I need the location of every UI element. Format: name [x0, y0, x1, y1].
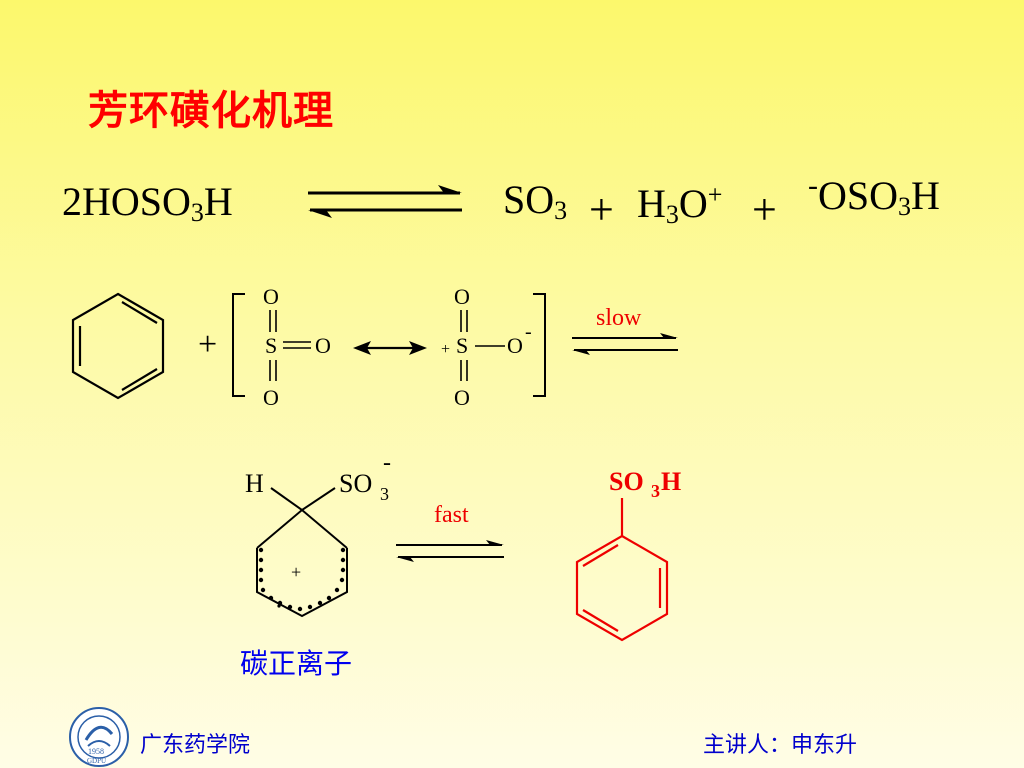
school-logo-icon: 1958 GDPU — [69, 707, 129, 767]
slow-label: slow — [596, 305, 642, 331]
left-s: S — [265, 333, 277, 358]
product-hydronium: H3O+ — [637, 182, 722, 228]
bisulfate-subscript: 3 — [898, 192, 912, 221]
reactant-coefficient: 2 — [62, 179, 82, 224]
fast-label: fast — [434, 502, 469, 528]
reactant-subscript: 3 — [190, 198, 204, 227]
school-name: 广东药学院 — [140, 733, 251, 758]
product-bisulfate: -OSO3H — [808, 171, 940, 221]
plus-sign-1: + — [589, 185, 614, 234]
right-o-bottom: O — [454, 385, 470, 410]
equilibrium-arrow-fast — [396, 540, 504, 562]
hydronium-charge: + — [707, 180, 723, 209]
product-so3: SO3 — [503, 180, 567, 224]
benzene-ring — [71, 292, 165, 400]
product-so3h-sub: 3 — [651, 481, 660, 501]
so3-main: SO — [503, 177, 555, 222]
so3-resonance-bracket: O S O O O + S O - O — [232, 284, 546, 410]
reactant-main: HOSO — [82, 179, 191, 224]
slide-title: 芳环磺化机理 — [88, 88, 334, 134]
so3-subscript: 3 — [554, 196, 568, 225]
product-so3h-main: SO — [609, 467, 644, 496]
sigma-so3-charge: - — [383, 450, 391, 476]
sigma-plus-charge: + — [291, 562, 301, 582]
right-s: S — [456, 333, 468, 358]
equilibrium-arrow-1 — [308, 185, 462, 218]
logo-abbr: GDPU — [87, 757, 106, 765]
bisulfate-charge: - — [808, 169, 818, 202]
benzenesulfonic-acid: SO 3 H — [575, 467, 681, 642]
right-minus-charge: - — [525, 321, 532, 343]
right-plus-charge: + — [441, 341, 450, 358]
equilibrium-arrow-slow — [572, 333, 678, 355]
hydronium-o: O — [678, 181, 708, 226]
sigma-so3-main: SO — [339, 469, 372, 498]
logo-year: 1958 — [88, 747, 104, 756]
left-o-top: O — [263, 284, 279, 309]
right-o-top: O — [454, 284, 470, 309]
sigma-h: H — [245, 469, 264, 498]
reactant-tail: H — [203, 179, 233, 224]
sigma-complex: H SO 3 - + — [245, 450, 391, 618]
left-o-right: O — [315, 333, 331, 358]
bisulfate-main: OSO — [818, 173, 899, 218]
bisulfate-tail: H — [911, 173, 940, 218]
carbocation-label: 碳正离子 — [240, 647, 353, 680]
plus-sign-2: + — [752, 185, 777, 234]
speaker-name: 主讲人：申东升 — [703, 733, 858, 758]
plus-benzene-so3: + — [198, 326, 218, 363]
left-o-bottom: O — [263, 385, 279, 410]
right-o-right: O — [507, 333, 523, 358]
sigma-so3-sub: 3 — [380, 484, 389, 504]
product-so3h-tail: H — [661, 467, 681, 496]
hydronium-subscript: 3 — [665, 200, 679, 229]
equation-reactant: 2HOSO3H — [62, 182, 233, 226]
hydronium-h: H — [637, 181, 666, 226]
